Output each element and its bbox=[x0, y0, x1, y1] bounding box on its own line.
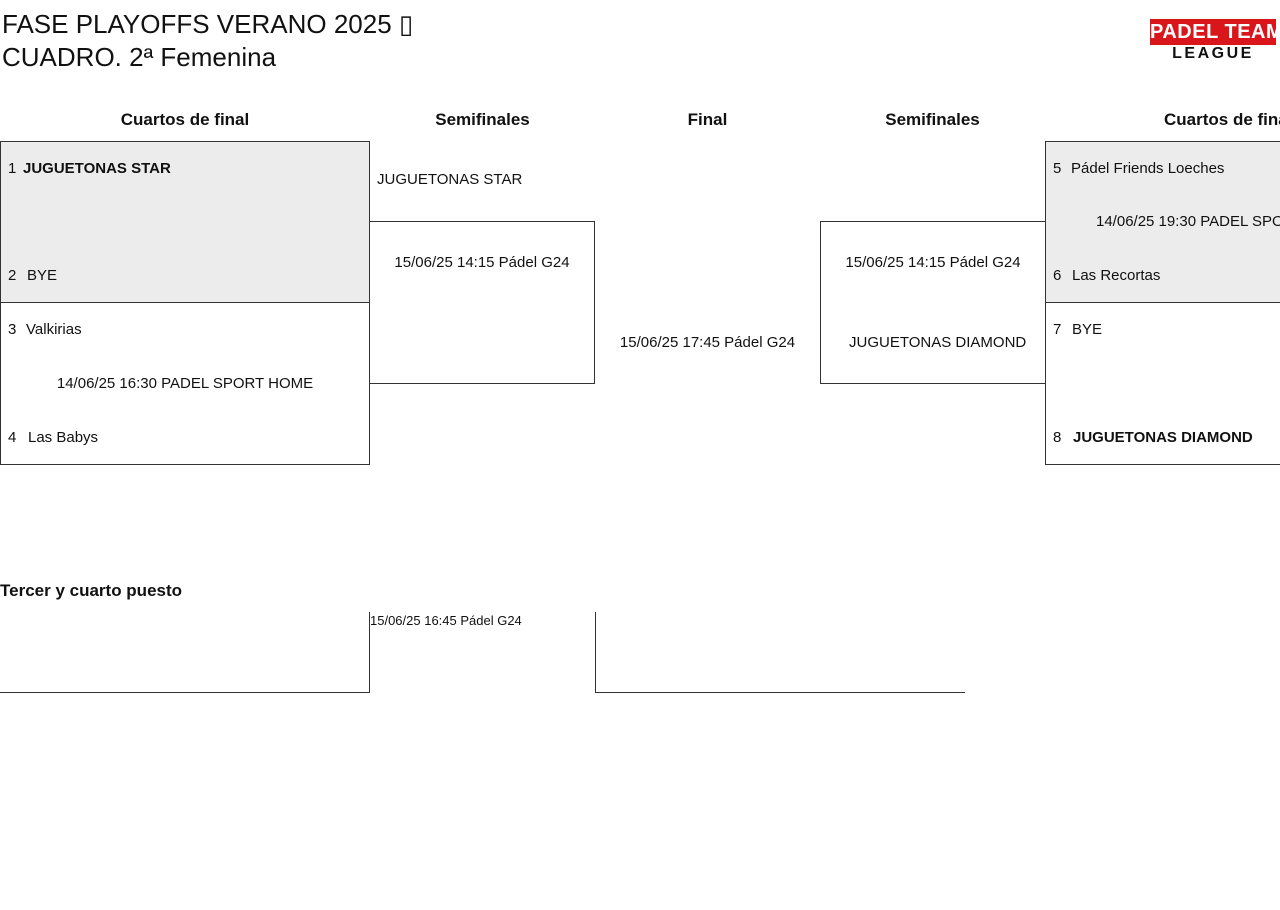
match-info: 15/06/25 14:15 Pádel G24 bbox=[845, 254, 1021, 271]
round-header-qf-left: Cuartos de final bbox=[120, 110, 250, 129]
team-name: JUGUETONAS STAR bbox=[23, 160, 171, 177]
round-header-sf-left: Semifinales bbox=[435, 110, 530, 129]
match-info: 14/06/25 16:30 PADEL SPORT HOME bbox=[56, 375, 314, 392]
page-title: FASE PLAYOFFS VERANO 2025 ▯ CUADRO. 2ª F… bbox=[2, 8, 413, 74]
match-final[interactable]: 15/06/25 17:45 Pádel G24 bbox=[595, 221, 820, 384]
match-info-third-place: 15/06/25 16:45 Pádel G24 bbox=[370, 613, 522, 628]
bracket-line bbox=[595, 692, 965, 693]
match-info: 15/06/25 17:45 Pádel G24 bbox=[619, 334, 796, 351]
logo-bottom-text: LEAGUE bbox=[1172, 45, 1254, 61]
bracket-line bbox=[369, 612, 370, 693]
team-name: BYE bbox=[27, 267, 58, 284]
team-name-sf-left-top: JUGUETONAS STAR bbox=[377, 171, 523, 188]
seed-number: 7 bbox=[1053, 321, 1062, 338]
seed-number: 4 bbox=[8, 429, 17, 446]
title-line-2: CUADRO. 2ª Femenina bbox=[2, 42, 277, 72]
team-name: Las Recortas bbox=[1072, 267, 1161, 284]
match-info: 15/06/25 14:15 Pádel G24 bbox=[394, 254, 570, 271]
team-name: Las Babys bbox=[28, 429, 99, 446]
third-place-label: Tercer y cuarto puesto bbox=[0, 581, 183, 600]
seed-number: 3 bbox=[8, 321, 17, 338]
team-name: JUGUETONAS DIAMOND bbox=[849, 334, 1027, 351]
seed-number: 8 bbox=[1053, 429, 1062, 446]
team-name: Valkirias bbox=[26, 321, 82, 338]
round-header-final: Final bbox=[687, 110, 728, 129]
logo-top-text: PADEL TEAM bbox=[1150, 19, 1276, 45]
match-box-left-qf-2[interactable]: 3 Valkirias 14/06/25 16:30 PADEL SPORT H… bbox=[0, 302, 370, 465]
match-box-sf-right[interactable]: 15/06/25 14:15 Pádel G24 JUGUETONAS DIAM… bbox=[820, 221, 1046, 384]
match-info: 14/06/25 19:30 PADEL SPORT HOME bbox=[1096, 213, 1280, 230]
bracket-line bbox=[595, 612, 596, 693]
title-line-1: FASE PLAYOFFS VERANO 2025 ▯ bbox=[2, 9, 414, 39]
seed-number: 6 bbox=[1053, 267, 1062, 284]
bracket-line bbox=[0, 692, 370, 693]
round-header-sf-right: Semifinales bbox=[885, 110, 980, 129]
seed-number: 2 bbox=[8, 267, 17, 284]
match-box-right-qf-2[interactable]: 7 BYE 8 JUGUETONAS DIAMOND bbox=[1045, 302, 1280, 465]
match-box-sf-left[interactable]: 15/06/25 14:15 Pádel G24 bbox=[369, 221, 595, 384]
team-name: Pádel Friends Loeches bbox=[1071, 160, 1225, 177]
team-name: BYE bbox=[1072, 321, 1103, 338]
seed-number: 5 bbox=[1053, 160, 1062, 177]
seed-number: 1 bbox=[8, 160, 17, 177]
team-name: JUGUETONAS DIAMOND bbox=[1073, 429, 1253, 446]
round-header-qf-right: Cuartos de final bbox=[1164, 110, 1280, 129]
match-box-right-qf-1[interactable]: 5 Pádel Friends Loeches 14/06/25 19:30 P… bbox=[1045, 141, 1280, 303]
match-box-left-qf-1[interactable]: 1 JUGUETONAS STAR 2 BYE bbox=[0, 141, 370, 303]
padel-team-league-logo: PADEL TEAM LEAGUE bbox=[1150, 19, 1276, 63]
